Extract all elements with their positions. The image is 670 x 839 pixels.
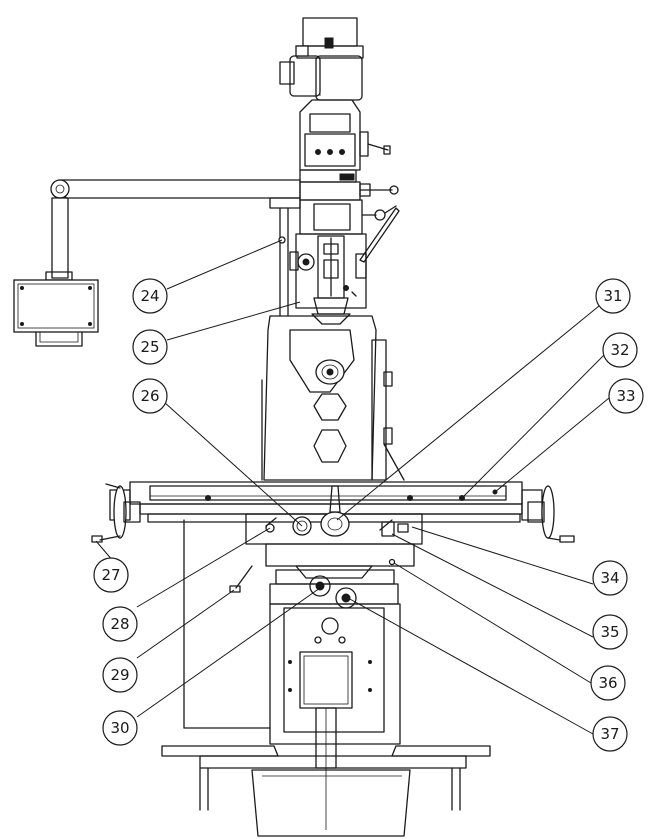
- callout-31: 31: [595, 278, 631, 314]
- callout-27-label: 27: [101, 566, 120, 584]
- saddle: [245, 485, 423, 545]
- callout-35-label: 35: [600, 623, 619, 641]
- callout-34-label: 34: [600, 569, 619, 587]
- base: [161, 745, 491, 837]
- callout-26: 26: [132, 378, 168, 414]
- column: [261, 315, 405, 481]
- callout-26-label: 26: [140, 387, 159, 405]
- callout-30-label: 30: [110, 719, 129, 737]
- callout-29-label: 29: [110, 666, 129, 684]
- callout-36: 36: [590, 665, 626, 701]
- callout-bubbles: 24 25 26 27 28 29 30 31 32 33 34 35 36 3…: [93, 278, 644, 752]
- callout-32-label: 32: [610, 341, 629, 359]
- callout-24-label: 24: [140, 287, 159, 305]
- callout-29: 29: [102, 657, 138, 693]
- callout-25: 25: [132, 329, 168, 365]
- callout-28: 28: [102, 606, 138, 642]
- overarm-lamp: [13, 179, 301, 347]
- knee: [183, 519, 415, 729]
- base-column: [269, 603, 401, 830]
- callout-37: 37: [592, 716, 628, 752]
- callout-33-label: 33: [616, 387, 635, 405]
- callout-37-label: 37: [600, 725, 619, 743]
- callout-28-label: 28: [110, 615, 129, 633]
- leader-lines: [95, 239, 610, 735]
- callout-33: 33: [608, 378, 644, 414]
- callout-36-label: 36: [598, 674, 617, 692]
- callout-34: 34: [592, 560, 628, 596]
- motor: [279, 17, 364, 101]
- quill-area: [278, 199, 400, 325]
- callout-32: 32: [602, 332, 638, 368]
- callout-31-label: 31: [603, 287, 622, 305]
- callout-30: 30: [102, 710, 138, 746]
- callout-24: 24: [132, 278, 168, 314]
- head-housing: [299, 99, 399, 201]
- callout-25-label: 25: [140, 338, 159, 356]
- callout-27: 27: [93, 557, 129, 593]
- callout-35: 35: [592, 614, 628, 650]
